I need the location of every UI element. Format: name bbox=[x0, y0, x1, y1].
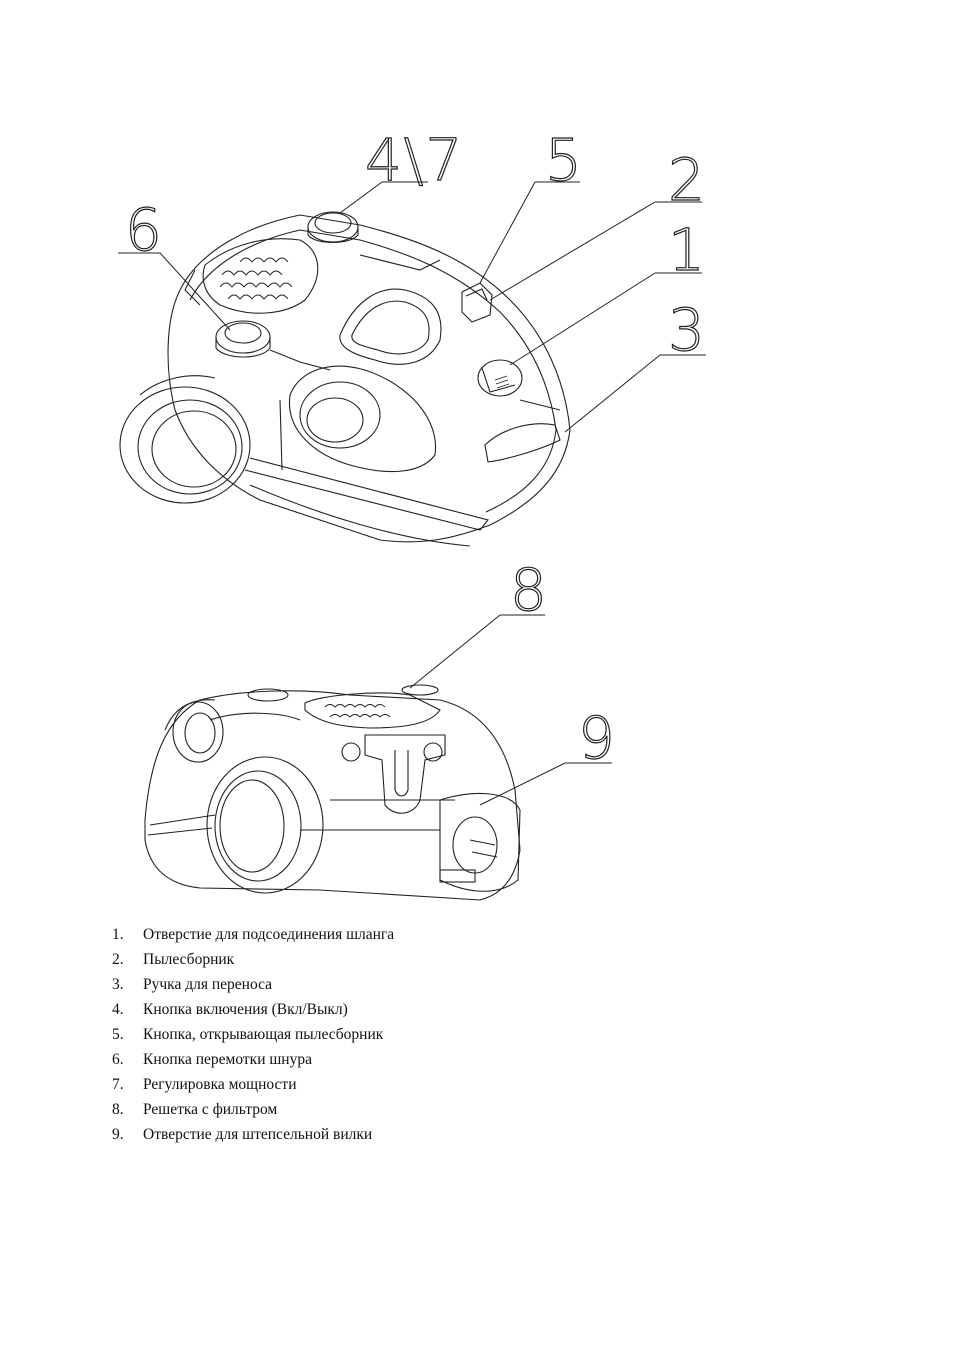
legend-number: 4. bbox=[112, 1001, 124, 1018]
legend-text: Кнопка перемотки шнура bbox=[143, 1051, 312, 1068]
callout-9: 9 bbox=[578, 704, 617, 772]
legend-item: 7. Регулировка мощности bbox=[112, 1072, 394, 1097]
vacuum-diagram: 4\7 5 2 1 6 3 8 9 bbox=[118, 125, 707, 901]
callout-lines-top bbox=[118, 181, 706, 433]
legend-number: 5. bbox=[112, 1026, 124, 1043]
legend-number: 9. bbox=[112, 1126, 124, 1143]
legend-number: 6. bbox=[112, 1051, 124, 1068]
legend-item: 8. Решетка с фильтром bbox=[112, 1097, 394, 1122]
legend-text: Регулировка мощности bbox=[143, 1076, 297, 1093]
callout-lines-bottom bbox=[409, 614, 612, 806]
callout-8: 8 bbox=[510, 556, 549, 624]
legend-text: Отверстие для подсоединения шланга bbox=[143, 926, 395, 943]
callout-3: 3 bbox=[668, 296, 707, 364]
legend-text: Кнопка, открывающая пылесборник bbox=[143, 1026, 384, 1043]
legend-text: Кнопка включения (Вкл/Выкл) bbox=[143, 1001, 348, 1018]
vacuum-top-view bbox=[119, 211, 571, 547]
legend-text: Ручка для переноса bbox=[143, 976, 273, 993]
callout-5: 5 bbox=[545, 126, 584, 194]
callout-1: 1 bbox=[668, 216, 707, 284]
legend-item: 1. Отверстие для подсоединения шланга bbox=[112, 922, 394, 947]
legend-text: Решетка с фильтром bbox=[143, 1101, 278, 1118]
callout-2: 2 bbox=[668, 146, 707, 214]
legend-item: 2. Пылесборник bbox=[112, 947, 394, 972]
callout-4-7: 4\7 bbox=[365, 126, 464, 194]
legend-item: 9. Отверстие для штепсельной вилки bbox=[112, 1122, 394, 1147]
legend-item: 5. Кнопка, открывающая пылесборник bbox=[112, 1022, 394, 1047]
parts-legend: 1. Отверстие для подсоединения шланга 2. П… bbox=[112, 922, 394, 1147]
legend-number: 2. bbox=[112, 951, 124, 968]
callout-labels: 4\7 5 2 1 6 3 8 9 bbox=[124, 125, 707, 772]
callout-6: 6 bbox=[125, 196, 164, 264]
legend-text: Отверстие для штепсельной вилки bbox=[143, 1126, 373, 1143]
legend-item: 3. Ручка для переноса bbox=[112, 972, 394, 997]
legend-text: Пылесборник bbox=[143, 951, 235, 968]
vacuum-rear-view bbox=[144, 684, 521, 901]
legend-number: 3. bbox=[112, 976, 124, 993]
legend-item: 4. Кнопка включения (Вкл/Выкл) bbox=[112, 997, 394, 1022]
legend-item: 6. Кнопка перемотки шнура bbox=[112, 1047, 394, 1072]
legend-number: 8. bbox=[112, 1101, 124, 1118]
legend-number: 7. bbox=[112, 1076, 124, 1093]
legend-number: 1. bbox=[112, 926, 124, 943]
